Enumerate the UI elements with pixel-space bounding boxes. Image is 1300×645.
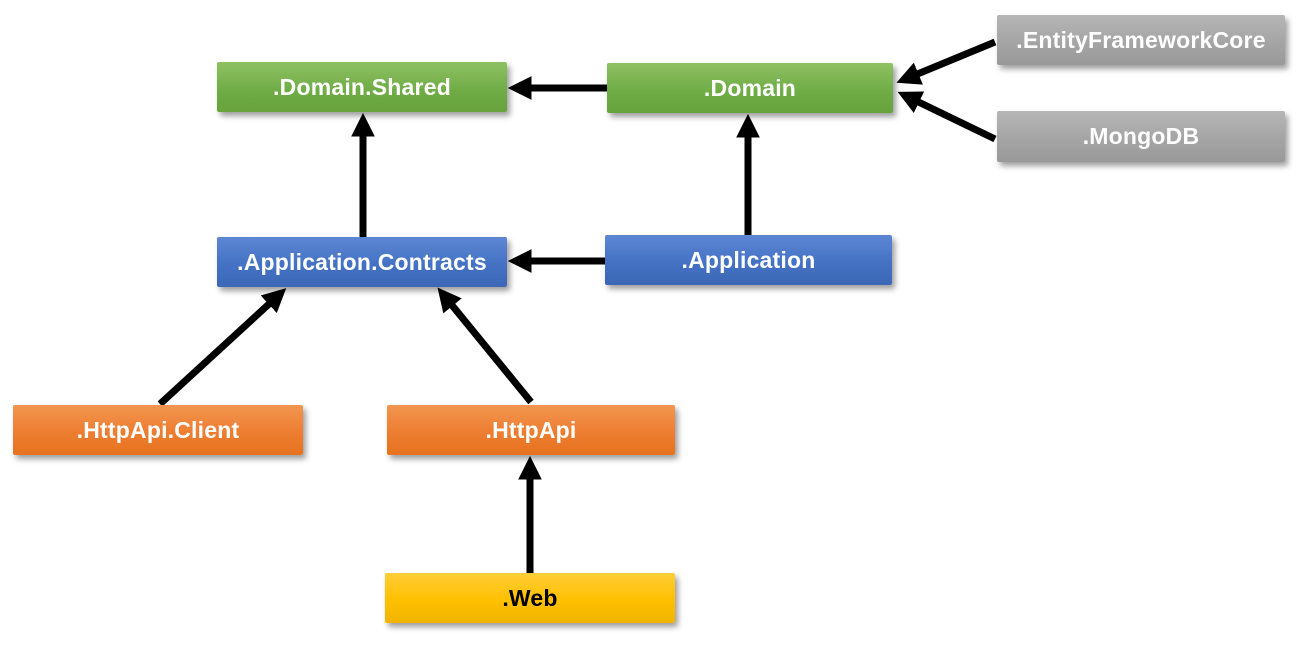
node-entity-framework-core: .EntityFrameworkCore [997,15,1285,65]
edge-efcore-to-domain [896,38,997,85]
node-httpapi: .HttpApi [387,405,675,455]
node-domain-shared: .Domain.Shared [217,62,507,112]
node-application-contracts: .Application.Contracts [217,237,507,287]
node-web: .Web [385,573,675,623]
node-application: .Application [605,235,892,285]
edge-httpapi-client-to-app-contracts [157,288,287,407]
edge-mongodb-to-domain [897,91,997,143]
node-domain: .Domain [607,63,893,113]
edge-httpapi-to-app-contracts [437,287,534,405]
node-mongodb: .MongoDB [997,111,1285,162]
node-httpapi-client: .HttpApi.Client [13,405,303,455]
